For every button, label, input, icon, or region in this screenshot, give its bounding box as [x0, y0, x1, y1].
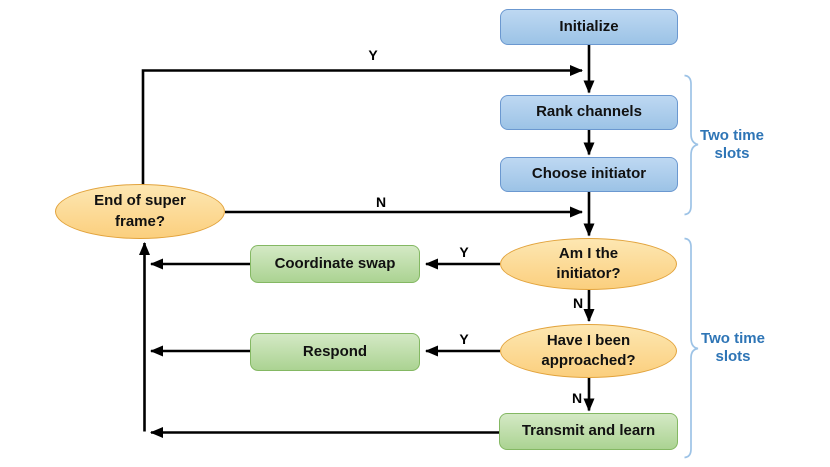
edge-label-no-end-frame: N — [375, 194, 387, 210]
node-respond-label: Respond — [302, 342, 368, 360]
node-am-i-the-initiator: Am I the initiator? — [500, 238, 677, 290]
edge-label-yes-top-loop: Y — [368, 47, 378, 63]
node-rank-channels-label: Rank channels — [536, 103, 642, 121]
node-choose-initiator: Choose initiator — [500, 157, 678, 192]
brace-bottom — [684, 237, 699, 459]
edge-label-yes-coordinate-swap: Y — [459, 244, 469, 260]
node-initialize: Initialize — [500, 9, 678, 45]
node-rank-channels: Rank channels — [500, 95, 678, 130]
node-transmit-and-learn: Transmit and learn — [499, 413, 678, 450]
node-initialize-label: Initialize — [559, 17, 619, 35]
node-respond: Respond — [250, 333, 420, 371]
node-end-of-super-frame-label: End of super frame? — [94, 192, 186, 230]
node-coordinate-swap-label: Coordinate swap — [274, 254, 396, 272]
node-coordinate-swap: Coordinate swap — [250, 245, 420, 283]
brace-label-top: Two time slots — [700, 127, 764, 163]
node-have-i-been-approached-label: Have I been approached? — [541, 331, 636, 369]
node-choose-initiator-label: Choose initiator — [531, 165, 647, 183]
brace-label-bottom: Two time slots — [701, 330, 765, 366]
arrow-end-frame-yes-loop — [141, 65, 583, 185]
node-have-i-been-approached: Have I been approached? — [500, 324, 677, 378]
node-end-of-super-frame: End of super frame? — [55, 184, 225, 239]
edge-label-no-have-i: N — [571, 390, 583, 406]
node-am-i-the-initiator-label: Am I the initiator? — [556, 244, 621, 282]
node-transmit-and-learn-label: Transmit and learn — [521, 422, 656, 440]
edge-label-yes-respond: Y — [459, 331, 469, 347]
brace-top — [684, 74, 699, 216]
edge-label-no-am-i: N — [572, 295, 584, 311]
